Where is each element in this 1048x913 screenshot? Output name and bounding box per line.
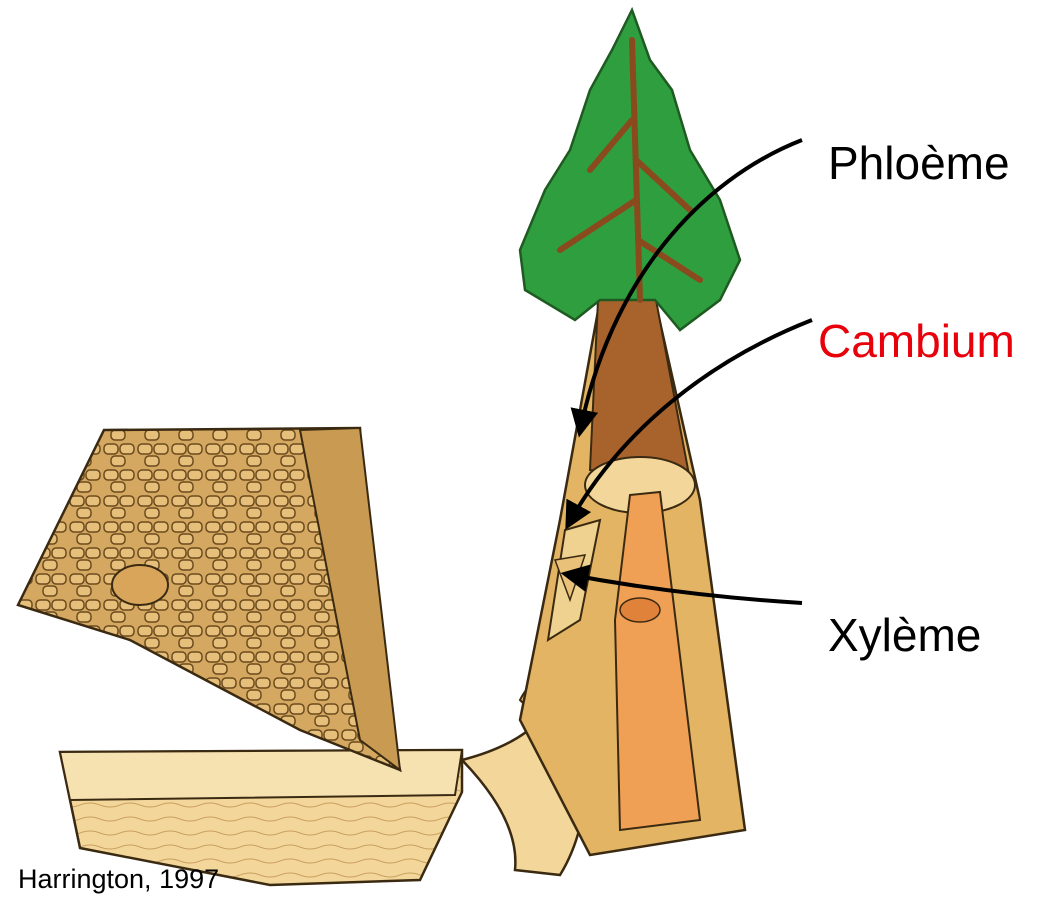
label-xyleme: Xylème: [828, 612, 981, 658]
label-phloeme: Phloème: [828, 140, 1010, 186]
tree-crown: [520, 10, 740, 330]
trunk: [520, 300, 745, 855]
cell-structure-block: [18, 428, 400, 770]
source-credit: Harrington, 1997: [18, 866, 219, 893]
label-cambium: Cambium: [818, 318, 1015, 364]
